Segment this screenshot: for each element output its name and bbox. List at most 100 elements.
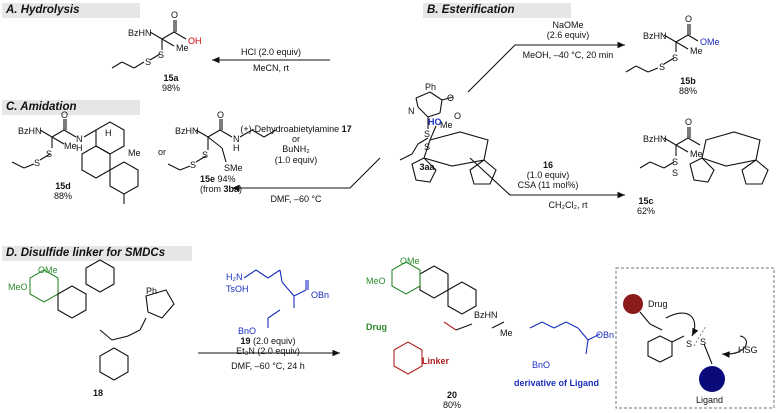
atom-meo-20: MeO — [366, 276, 386, 286]
atom-oh-15a: OH — [188, 36, 202, 46]
structure-15c — [639, 127, 769, 185]
amidation-or: or — [291, 134, 301, 144]
atom-h-15e: H — [233, 143, 240, 153]
mechanism-ligand-label: Ligand — [696, 395, 724, 405]
atom-h-15d: H — [76, 143, 83, 153]
atom-bzhn-20: BzHN — [474, 310, 498, 320]
atom-s2-15e: S — [190, 160, 197, 170]
mechanism-s2: S — [700, 337, 707, 347]
compound-3aa-label: 3aa — [419, 162, 435, 172]
esterification-reagent: NaOMe — [552, 20, 584, 30]
mechanism-drug-label: Drug — [648, 299, 668, 309]
atom-s1-15d: S — [46, 149, 53, 159]
structure-3aa — [399, 91, 454, 161]
atom-tsoh-19: TsOH — [226, 284, 249, 294]
reagent-19-label: 19 (2.0 equiv) — [240, 336, 296, 346]
structure-15d — [11, 119, 139, 204]
reagent-16-label: 16 — [542, 160, 554, 170]
arrow-amidation — [232, 157, 381, 192]
section-c-header: C. Amidation — [2, 100, 140, 115]
amidation-reagent-2: BuNH₂ — [282, 144, 310, 154]
atom-ome-18: OMe — [38, 265, 58, 275]
atom-s1-3aa: S — [424, 129, 431, 139]
base-equiv: Et₃N (2.0 equiv) — [236, 346, 300, 356]
compound-15a-label: 15a — [163, 73, 179, 83]
atom-bzhn-15e: BzHN — [175, 126, 199, 136]
compound-15e-label: 15e 94% — [200, 174, 236, 184]
atom-h2n-19: H₂N — [226, 272, 243, 282]
atom-ome-15b: OMe — [700, 37, 720, 47]
atom-bno-19: BnO — [238, 326, 257, 336]
atom-s2-15c: S — [672, 168, 679, 178]
compound-15b-yield: 88% — [678, 86, 698, 96]
atom-me-15a: Me — [176, 43, 189, 53]
atom-n-15d: N — [76, 134, 83, 144]
atom-me-3aa: Me — [440, 120, 453, 130]
structure-20 — [391, 261, 601, 375]
structure-16 — [411, 125, 497, 185]
arrow-esterification — [467, 41, 625, 93]
atom-obn-19: OBn — [311, 290, 330, 300]
section-a-header: A. Hydrolysis — [2, 3, 140, 18]
compound-15e-origin: (from 3ba) — [200, 184, 243, 194]
atom-s1-15b: S — [672, 53, 679, 63]
atom-bno-20: BnO — [532, 360, 551, 370]
atom-ph-18: Ph — [146, 286, 158, 296]
atom-o-15d: O — [61, 110, 69, 120]
atom-o2-3aa: O — [454, 111, 462, 121]
atom-ph-3aa: Ph — [425, 82, 437, 92]
atom-n-3aa: N — [408, 106, 415, 116]
structure-19 — [243, 269, 309, 328]
csa-loading: CSA (11 mol%) — [517, 180, 579, 190]
or-separator: or — [158, 147, 167, 157]
atom-o-15e: O — [217, 110, 225, 120]
esterification-conditions: MeOH, –40 °C, 20 min — [522, 50, 614, 60]
amidation-equiv: (1.0 equiv) — [274, 155, 318, 165]
compound-18-label: 18 — [92, 388, 104, 398]
atom-me2-15d: Me — [128, 148, 141, 158]
atom-meo-18: MeO — [8, 282, 28, 292]
atom-o-15c: O — [685, 117, 693, 127]
atom-o-3aa: O — [447, 93, 455, 103]
atom-s1-15e: S — [202, 150, 209, 160]
acetal-solvent: CH₂Cl₂, rt — [548, 200, 588, 210]
atom-s2-3aa: S — [424, 142, 431, 152]
compound-20-yield: 80% — [442, 400, 462, 410]
compound-15d-yield: 88% — [53, 191, 73, 201]
compound-15d-label: 15d — [55, 181, 71, 191]
reagent-16-equiv: (1.0 equiv) — [526, 170, 570, 180]
compound-15c-label: 15c — [638, 196, 654, 206]
hydrolysis-condition-1: HCl (2.0 equiv) — [240, 47, 302, 57]
atom-n-15e: N — [233, 134, 240, 144]
compound-15a-yield: 98% — [161, 83, 181, 93]
structure-18 — [29, 259, 175, 381]
atom-s1-15c: S — [672, 157, 679, 167]
atom-sme-15e: SMe — [224, 163, 243, 173]
ligand-derivative-label: derivative of Ligand — [514, 378, 600, 388]
arrow-acetal — [469, 157, 625, 199]
atom-bzhn-15b: BzHN — [643, 31, 667, 41]
structure-15e — [167, 119, 277, 171]
linker-conditions: DMF, –60 °C, 24 h — [231, 361, 305, 371]
hydrolysis-condition-2: MeCN, rt — [253, 63, 289, 73]
amidation-reagent-1: (+)-Dehydroabietylamine 17 — [240, 124, 352, 134]
atom-ho-16: HO — [428, 117, 442, 127]
atom-bzhn-15c: BzHN — [643, 134, 667, 144]
atom-s2-15d: S — [34, 158, 41, 168]
mechanism-panel — [615, 267, 775, 409]
atom-me-15c: Me — [690, 149, 703, 159]
structure-15a — [111, 20, 187, 69]
atom-obn-20: OBn — [596, 330, 615, 340]
section-d-header: D. Disulfide linker for SMDCs — [2, 246, 192, 261]
section-b-header: B. Esterification — [423, 3, 571, 18]
atom-bzhn-15d: BzHN — [18, 126, 42, 136]
atom-s1-15a: S — [158, 50, 165, 60]
ligand-sphere — [699, 366, 725, 392]
drug-sphere — [623, 294, 643, 314]
mechanism-hsg-label: HSG — [738, 345, 758, 355]
atom-s2-15a: S — [145, 57, 152, 67]
structure-15b — [625, 24, 699, 73]
linker-label: Linker — [422, 356, 450, 366]
